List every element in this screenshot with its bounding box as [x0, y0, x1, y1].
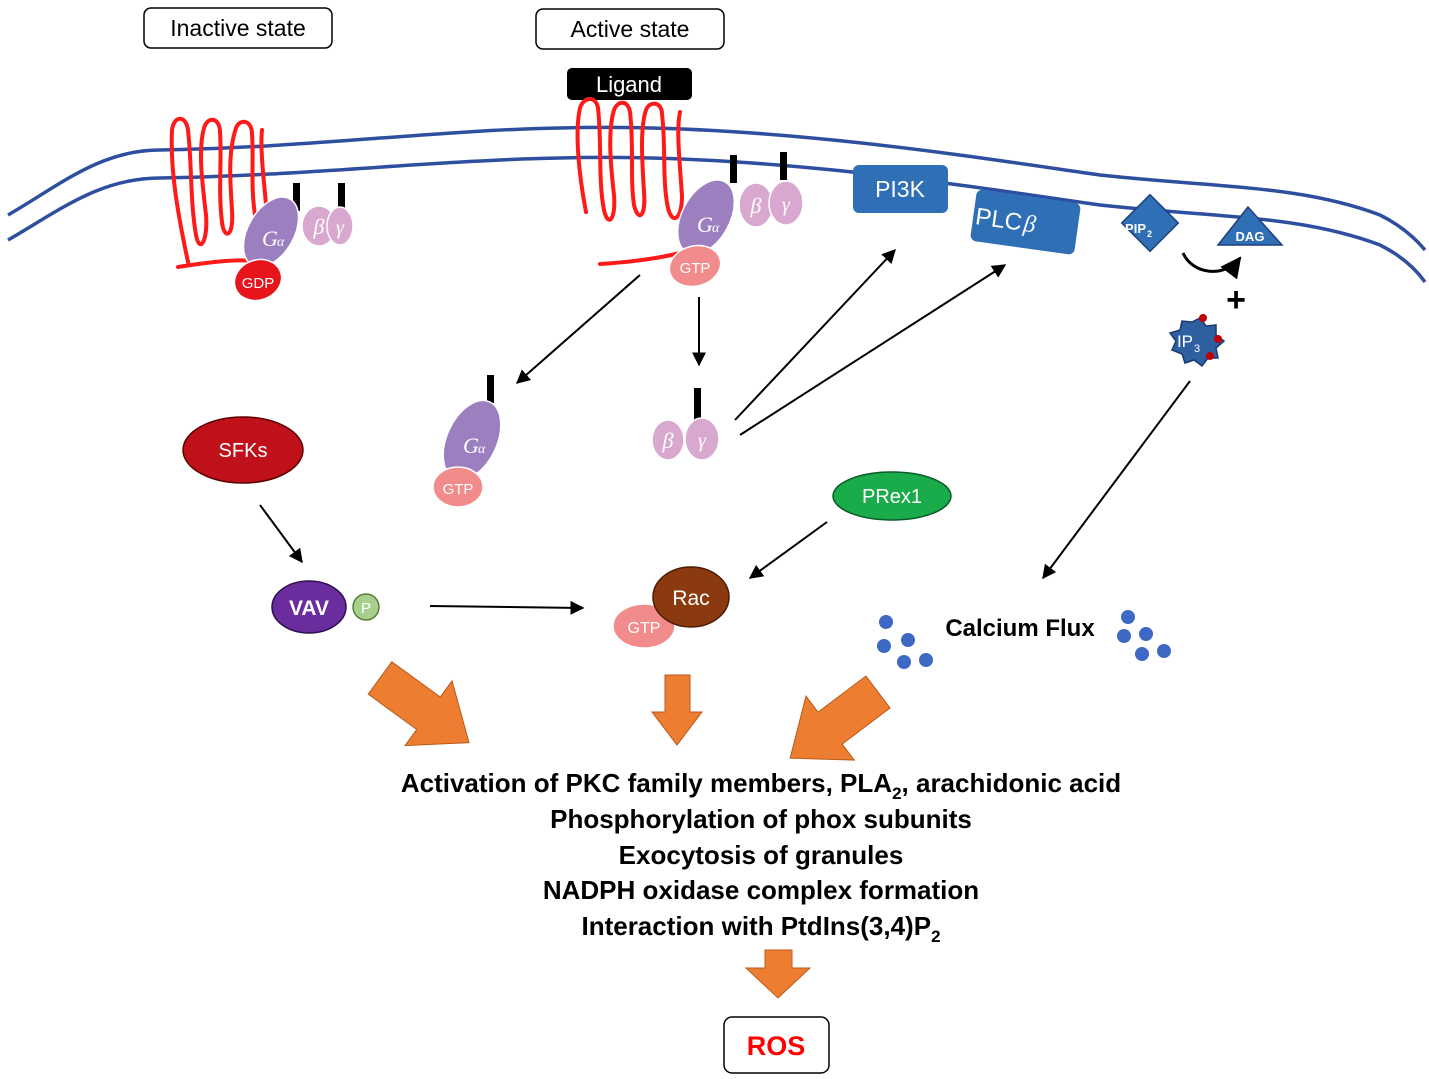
calcium-flux-label: Calcium Flux [945, 615, 1095, 642]
rac-label: Rac [672, 587, 709, 610]
gtp-label: GTP [443, 481, 474, 498]
plcb-box: PLC β [970, 189, 1081, 255]
calcium-dots-left [877, 615, 933, 669]
outcome-line-5: Interaction with PtdIns(3,4)P2 [581, 911, 940, 946]
calcium-flux: Calcium Flux [877, 610, 1171, 669]
beta-label: β [662, 428, 674, 453]
active-g-protein: G α β γ GTP [668, 152, 804, 288]
ip-label: IP [1177, 332, 1193, 351]
arrow-prex1-to-rac [748, 521, 828, 579]
alpha-label: α [712, 221, 720, 236]
pip-label: PIP [1125, 221, 1146, 236]
released-beta-gamma: β γ [651, 388, 720, 461]
plcb-beta-label: β [1021, 211, 1037, 239]
beta-label: β [313, 214, 325, 239]
plcb-label: PLC [974, 203, 1024, 236]
block-arrow-rac [650, 674, 704, 746]
ros-label: ROS [747, 1031, 806, 1061]
g-alpha-label: G [697, 212, 713, 237]
vav-node: VAV P [271, 580, 380, 634]
active-state-label: Active state [571, 16, 690, 42]
active-state-box: Active state [535, 8, 725, 50]
block-arrow-vav [367, 661, 470, 747]
gamma-label: γ [782, 194, 791, 216]
orange-block-arrows [367, 661, 891, 999]
outcome-line-2: Phosphorylation of phox subunits [550, 804, 972, 834]
gtp-label: GTP [680, 260, 711, 277]
gamma-label: γ [698, 430, 707, 452]
arrow-ip3-to-calcium [1042, 380, 1191, 580]
block-arrow-ros [744, 949, 812, 999]
arrow-vav-to-rac [429, 600, 585, 615]
outcomes-list: Activation of PKC family members, PLA2, … [401, 768, 1121, 946]
g-alpha-label: G [463, 433, 479, 458]
gdp-label: GDP [242, 275, 275, 292]
pip2-to-dag-curved-arrow [1181, 252, 1242, 280]
outcome-line-4: NADPH oxidase complex formation [543, 875, 979, 905]
vav-label: VAV [289, 597, 329, 620]
rac-node: GTP Rac [612, 566, 730, 649]
outcome-line-1: Activation of PKC family members, PLA2, … [401, 768, 1121, 803]
pi3k-label: PI3K [875, 176, 926, 202]
outcome-line-3: Exocytosis of granules [619, 840, 904, 870]
arrow-sfks-to-vav [259, 504, 303, 564]
alpha-label: α [478, 442, 486, 457]
inactive-g-protein: G α β γ GDP [233, 183, 354, 302]
pi3k-box: PI3K [853, 165, 948, 213]
arrow-gprotein-to-galpha [515, 274, 641, 384]
block-arrow-calcium [789, 675, 891, 761]
sfks-label: SFKs [219, 440, 268, 462]
beta-label: β [750, 193, 762, 218]
signal-arrows [259, 248, 1191, 615]
ip-sub-label: 3 [1194, 343, 1200, 355]
ip3-molecule: IP 3 [1168, 314, 1226, 368]
pip-sub-label: 2 [1147, 229, 1152, 239]
dag-triangle: DAG [1216, 205, 1284, 246]
active-gpcr-receptor [575, 97, 685, 266]
gamma-label: γ [336, 217, 345, 239]
released-g-alpha: G α GTP [432, 375, 502, 508]
dag-label: DAG [1236, 229, 1265, 244]
arrow-betagamma-to-plcb [739, 264, 1007, 436]
gtp-label: GTP [628, 620, 661, 637]
prex1-node: PRex1 [832, 471, 952, 521]
ros-box: ROS [723, 1016, 830, 1074]
inactive-state-label: Inactive state [170, 15, 306, 41]
inactive-state-box: Inactive state [143, 7, 333, 49]
calcium-dots-right [1117, 610, 1171, 661]
alpha-label: α [277, 235, 285, 250]
sfks-node: SFKs [182, 416, 304, 484]
plus-sign: + [1226, 281, 1246, 319]
prex1-label: PRex1 [862, 486, 922, 508]
ligand-box: Ligand [567, 68, 692, 100]
ligand-label: Ligand [596, 72, 662, 97]
g-alpha-label: G [262, 226, 278, 251]
pip2-diamond: PIP 2 [1120, 193, 1180, 253]
cell-membrane [7, 125, 1427, 284]
arrow-betagamma-to-pi3k [734, 248, 896, 421]
phospho-label: P [361, 600, 371, 617]
